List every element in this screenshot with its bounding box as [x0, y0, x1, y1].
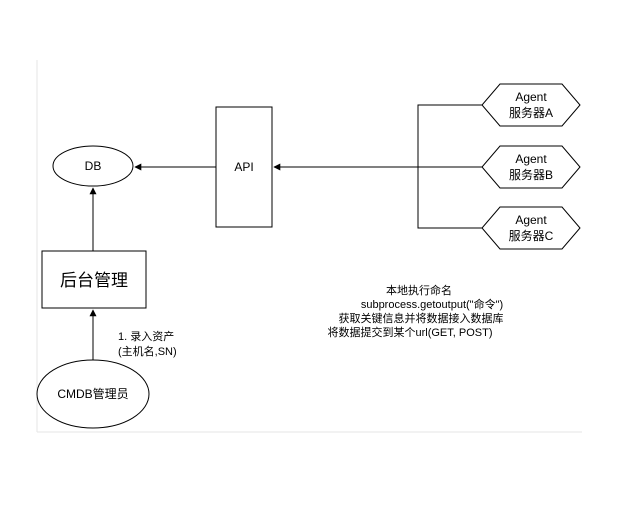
agent-b-line2: 服务器B [509, 167, 553, 182]
agent-a-node: Agent 服务器A [481, 83, 581, 127]
agent-b-line1: Agent [515, 152, 547, 166]
agent-a-line1: Agent [515, 90, 547, 104]
connectors [89, 104, 482, 360]
agent-c-line2: 服务器C [509, 228, 554, 243]
agent-flow-line3: 获取关键信息并将数据接入数据库 [339, 311, 504, 325]
agent-flow-line2: subprocess.getoutput("命令") [361, 297, 503, 311]
backend-label: 后台管理 [60, 271, 128, 290]
api-node: API [215, 106, 273, 228]
agent-a-connector [417, 104, 482, 167]
agent-c-line1: Agent [515, 213, 547, 227]
agent-flow-annotation: 本地执行命名 subprocess.getoutput("命令") 获取关键信息… [327, 283, 503, 339]
asset-entry-line2: (主机名,SN) [118, 344, 177, 358]
cmdb-admin-label: CMDB管理员 [57, 386, 128, 401]
asset-entry-annotation: 1. 录入资产 (主机名,SN) [118, 329, 177, 358]
backend-node: 后台管理 [41, 250, 147, 309]
db-label: DB [85, 159, 102, 173]
cmdb-admin-node: CMDB管理员 [36, 359, 150, 429]
agent-flow-line1: 本地执行命名 [386, 283, 452, 297]
agent-flow-line4: 将数据提交到某个url(GET, POST) [327, 325, 492, 339]
db-node: DB [52, 145, 134, 187]
asset-entry-line1: 1. 录入资产 [118, 329, 174, 343]
api-label: API [234, 160, 253, 174]
agent-b-node: Agent 服务器B [481, 145, 581, 189]
agent-c-node: Agent 服务器C [481, 206, 581, 250]
agent-c-connector [417, 167, 482, 229]
agent-a-line2: 服务器A [509, 105, 553, 120]
